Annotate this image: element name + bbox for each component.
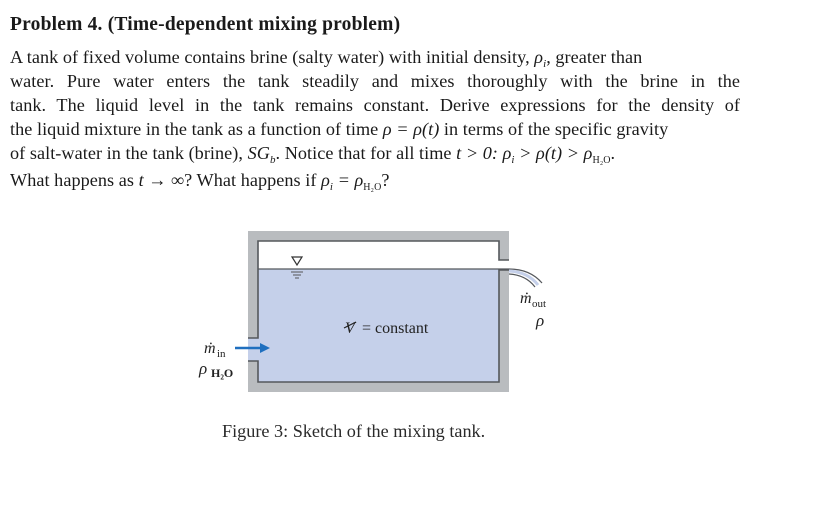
volume-label: V = constant bbox=[343, 320, 429, 337]
tank-inner-edges bbox=[248, 240, 509, 383]
problem-line-5: of salt-water in the tank (brine), SGb. … bbox=[10, 143, 616, 166]
outlet-stream-fill bbox=[508, 269, 540, 286]
svg-text:H₂O: H₂O bbox=[211, 366, 233, 380]
problem-line-1: A tank of fixed volume contains brine (s… bbox=[10, 47, 740, 70]
density-equation: ρ = ρ(t) bbox=[382, 119, 440, 139]
outlet-stream bbox=[508, 268, 543, 284]
svg-text:V: V bbox=[345, 320, 357, 337]
figure-caption: Figure 3: Sketch of the mixing tank. bbox=[222, 421, 486, 441]
liquid bbox=[258, 269, 499, 382]
problem-line-6: What happens as t → ∞? What happens if ρ… bbox=[10, 170, 390, 193]
inlet-arrow-icon bbox=[235, 343, 270, 353]
svg-text:ρ: ρ bbox=[535, 311, 544, 330]
inlet-labels: ṁ in ρ H₂O bbox=[198, 340, 233, 380]
svg-text:in: in bbox=[217, 348, 226, 360]
problem-line-4: the liquid mixture in the tank as a func… bbox=[10, 119, 669, 139]
svg-text:out: out bbox=[532, 298, 546, 310]
air-space bbox=[258, 241, 499, 269]
problem-title: Problem 4. (Time-dependent mixing proble… bbox=[10, 14, 401, 35]
mixing-tank-diagram: V = constant ṁ in ρ H₂O ṁ out ρ bbox=[190, 225, 570, 405]
problem-line-2: water. Pure water enters the tank steadi… bbox=[10, 71, 740, 91]
outlet-labels: ṁ out ρ bbox=[520, 290, 546, 330]
svg-text:ρ: ρ bbox=[198, 359, 207, 378]
svg-text:ṁ: ṁ bbox=[204, 340, 216, 357]
svg-text:ṁ: ṁ bbox=[520, 290, 532, 307]
specific-gravity-symbol: SG bbox=[247, 143, 270, 163]
problem-line-3: tank. The liquid level in the tank remai… bbox=[10, 95, 740, 115]
svg-text:= constant: = constant bbox=[362, 320, 429, 337]
text: A tank of fixed volume contains brine (s… bbox=[10, 47, 643, 70]
tank-walls bbox=[248, 231, 509, 392]
free-surface-icon bbox=[290, 256, 304, 279]
